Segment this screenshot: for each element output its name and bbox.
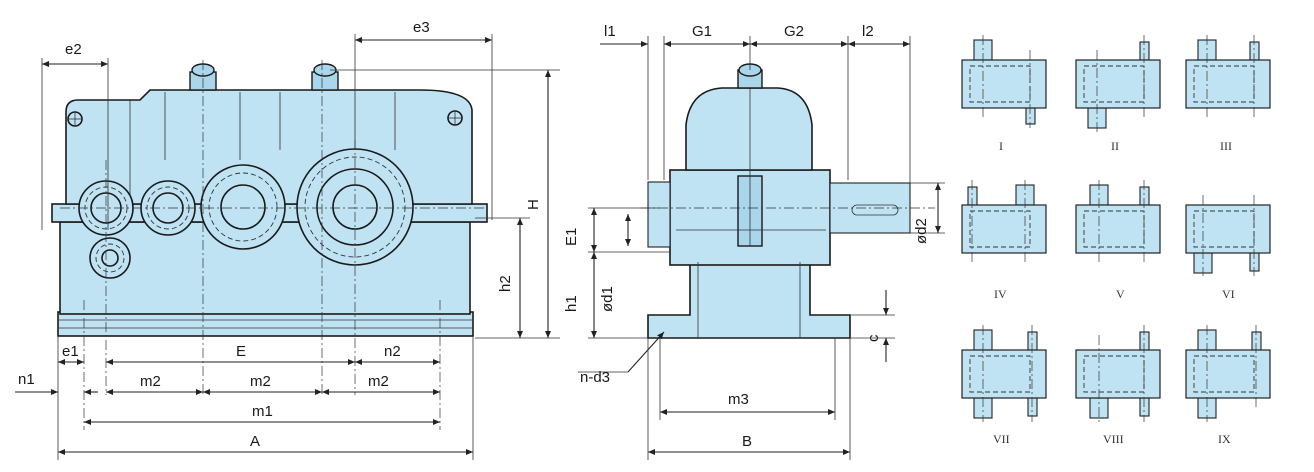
dim-l2: l2 xyxy=(862,23,874,40)
svg-text:IX: IX xyxy=(1218,432,1231,446)
arrangement-IV: IV xyxy=(961,180,1047,301)
dim-m1: m1 xyxy=(252,403,273,420)
dim-h1: h1 xyxy=(563,295,580,312)
arrangement-VIII: VIII xyxy=(1075,325,1161,446)
arrangement-III: III xyxy=(1185,35,1271,153)
arrangement-IX: IX xyxy=(1185,325,1271,446)
svg-text:VIII: VIII xyxy=(1103,432,1124,446)
dim-n2: n2 xyxy=(384,343,401,360)
front-view: e2 e3 H h2 e1 E n2 n1 m2 m2 m2 xyxy=(15,19,560,460)
dim-m2-c: m2 xyxy=(368,373,389,390)
dim-c: c xyxy=(865,334,882,342)
dim-E: E xyxy=(236,343,246,360)
dim-G2: G2 xyxy=(784,23,804,40)
svg-text:IV: IV xyxy=(994,287,1007,301)
dim-e3: e3 xyxy=(413,19,430,36)
dim-m2-b: m2 xyxy=(250,373,271,390)
svg-text:III: III xyxy=(1220,139,1232,153)
dim-n1: n1 xyxy=(18,371,35,388)
side-base xyxy=(647,261,851,339)
arrangement-I: I xyxy=(961,35,1047,153)
side-upper-housing xyxy=(685,87,813,171)
svg-text:VI: VI xyxy=(1222,287,1235,301)
dim-nd3: n-d3 xyxy=(580,369,610,386)
svg-text:V: V xyxy=(1116,287,1125,301)
svg-text:II: II xyxy=(1111,139,1119,153)
arrangement-VI: VI xyxy=(1185,195,1271,301)
dim-d1: ød1 xyxy=(599,286,616,312)
gear-1b xyxy=(89,237,131,279)
dim-l1: l1 xyxy=(604,23,616,40)
dim-m2-a: m2 xyxy=(140,373,161,390)
dim-m3: m3 xyxy=(728,391,749,408)
gear-3 xyxy=(200,164,286,250)
dim-E1: E1 xyxy=(563,228,580,246)
arrangement-II: II xyxy=(1075,35,1161,153)
svg-text:VII: VII xyxy=(993,432,1010,446)
dim-d2: ød2 xyxy=(913,218,930,244)
dim-h2: h2 xyxy=(497,275,514,292)
dim-B: B xyxy=(742,433,752,450)
front-base xyxy=(57,311,474,337)
arrangement-V: V xyxy=(1075,180,1161,301)
svg-text:I: I xyxy=(999,139,1003,153)
arrangements: I II III IV xyxy=(961,35,1271,446)
dim-H: H xyxy=(525,199,542,210)
dim-A: A xyxy=(250,433,260,450)
side-left-shaft xyxy=(647,181,671,248)
side-view: l1 G1 G2 l2 E1 h1 ød1 ød2 c n-d3 m3 xyxy=(563,23,945,460)
dim-e1: e1 xyxy=(62,343,79,360)
arrangement-VII: VII xyxy=(961,325,1047,446)
dim-G1: G1 xyxy=(692,23,712,40)
dim-e2: e2 xyxy=(65,41,82,58)
